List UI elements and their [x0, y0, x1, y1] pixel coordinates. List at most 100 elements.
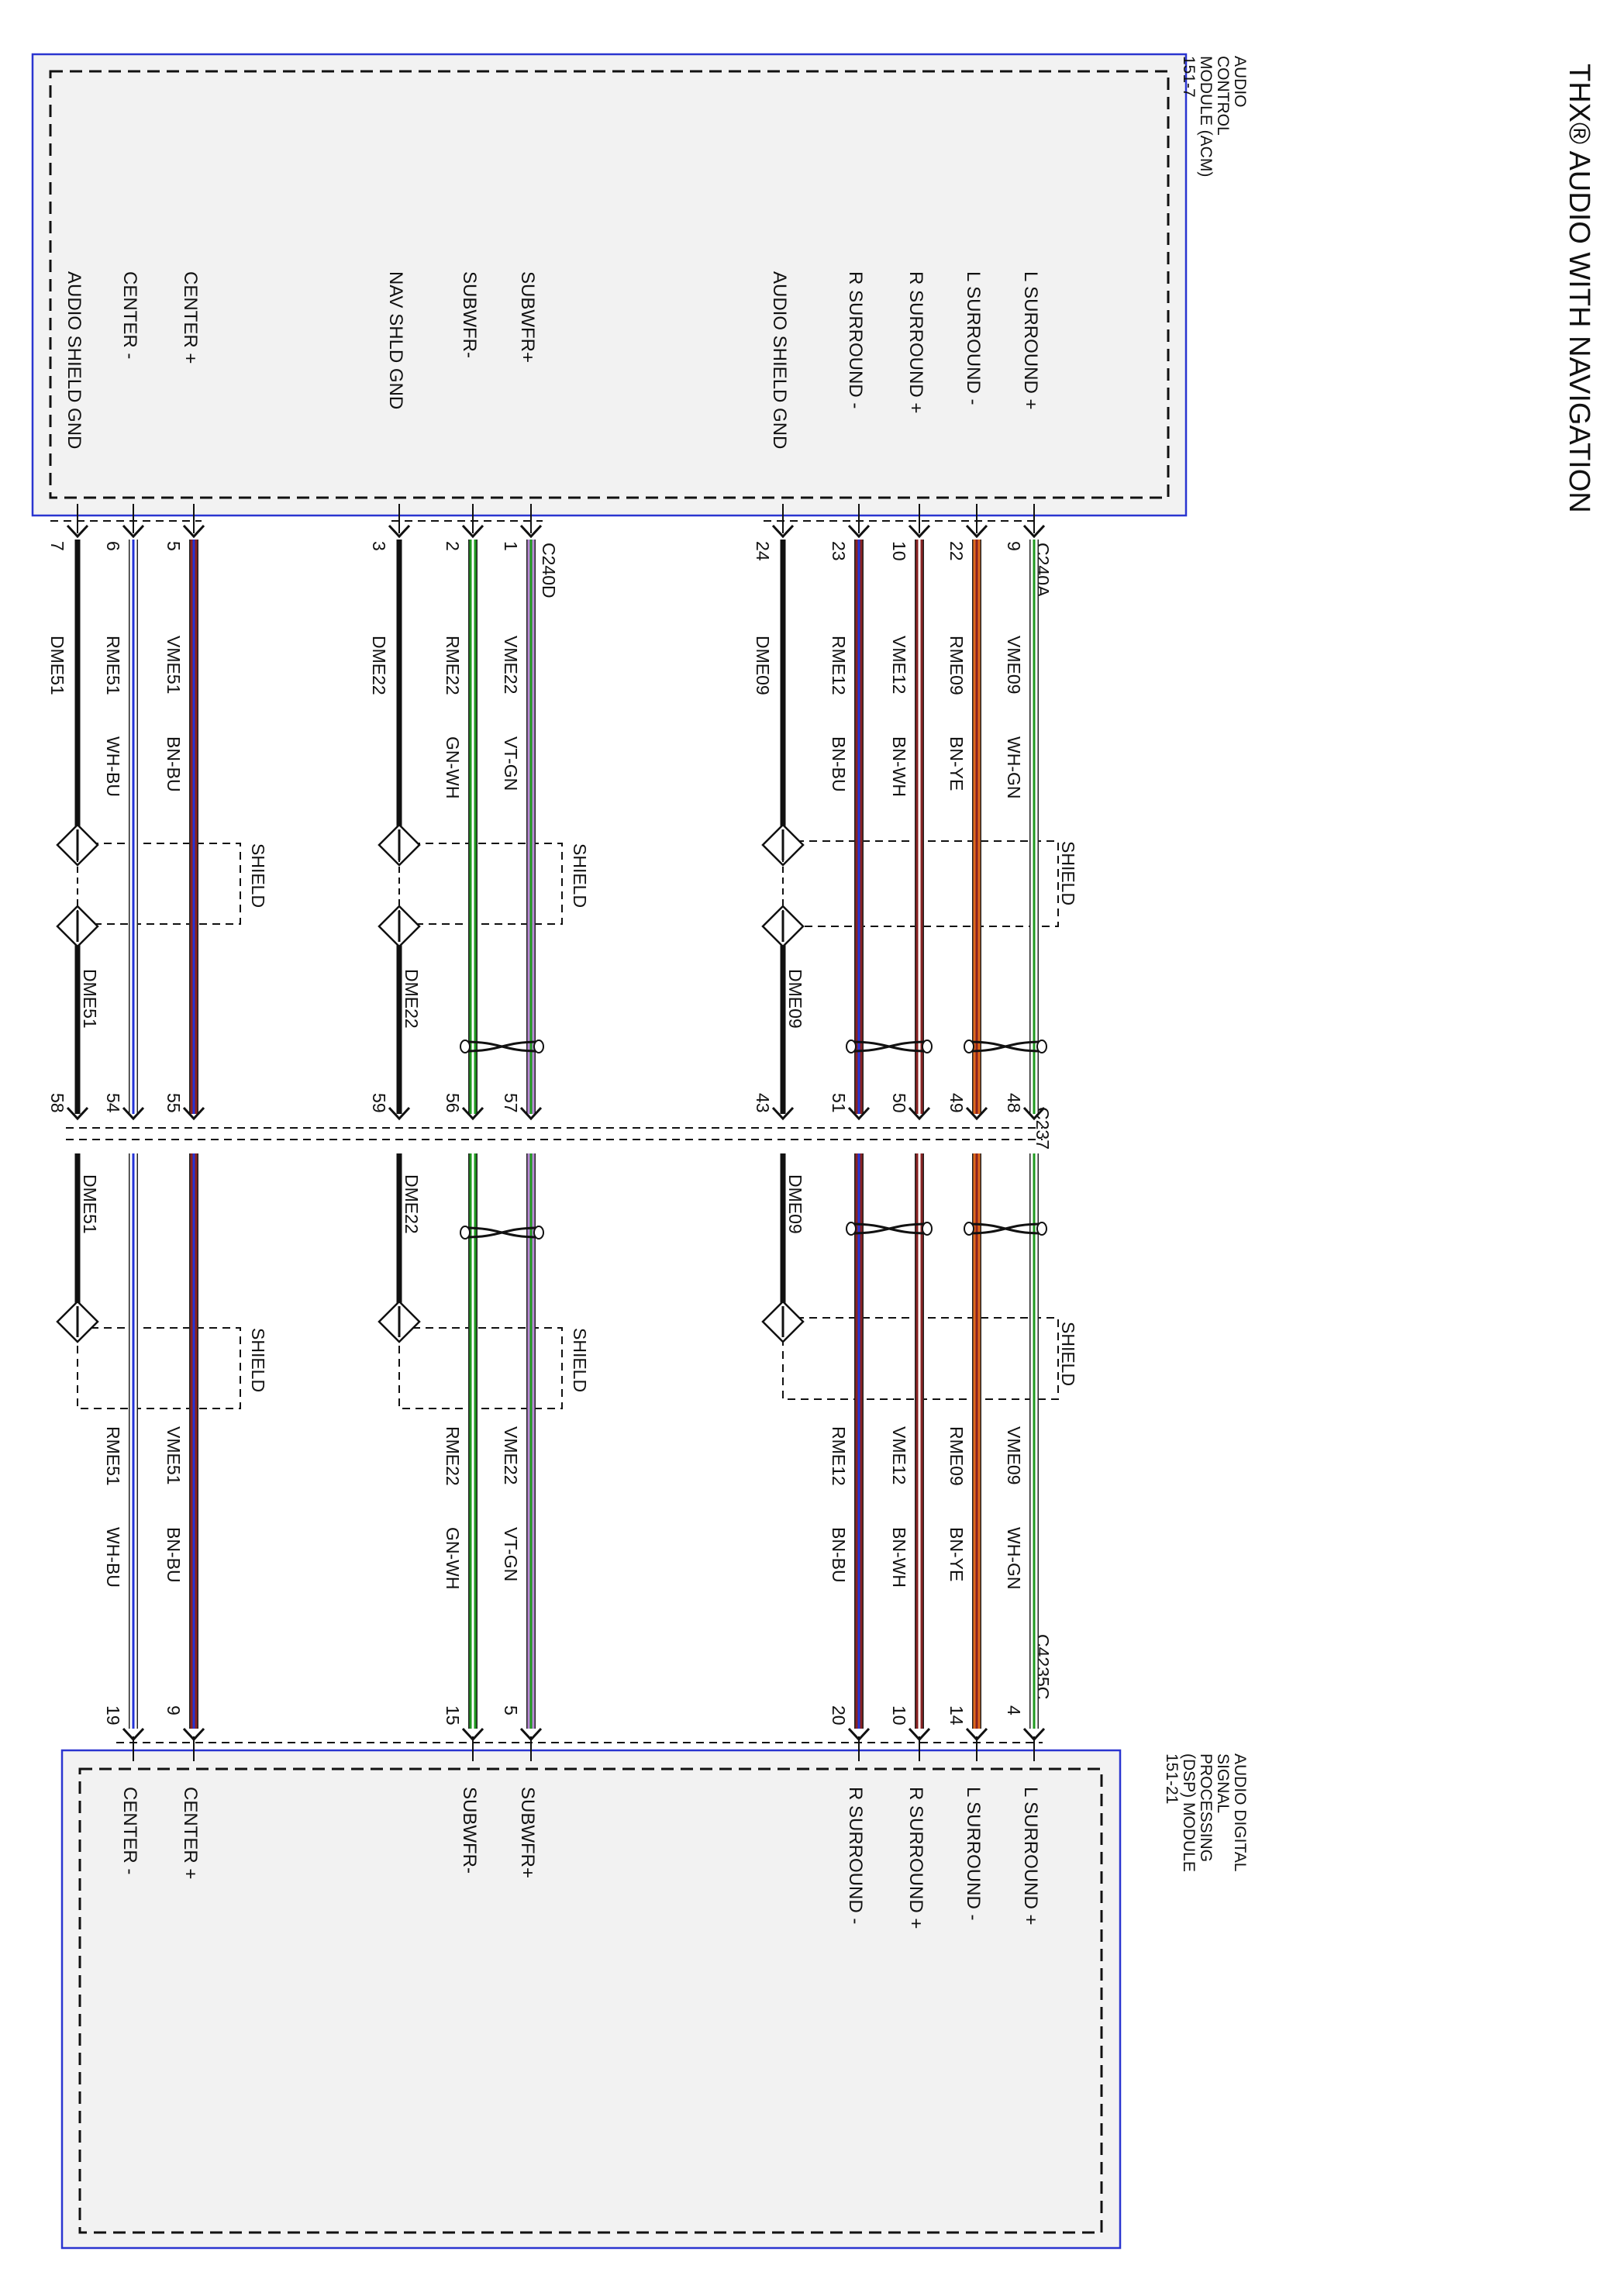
dsp-label-line-5: 151-21 — [1163, 1753, 1181, 1804]
colorcode-lower-rsm: BN-BU — [829, 1527, 849, 1583]
inline-pin-swp: 57 — [501, 1093, 521, 1113]
cavity-top-cm — [122, 524, 145, 539]
c237-outline — [66, 1127, 1043, 1140]
dsp-pin-cp: 9 — [164, 1705, 184, 1715]
circuit-upper-lsp: VME09 — [1004, 636, 1024, 694]
colorcode-lower-lsp: WH-GN — [1004, 1527, 1024, 1589]
twist-r-surround-upper-end-a — [846, 1040, 857, 1053]
cavity-inline-rsp — [908, 1106, 931, 1121]
twist-l-surround-upper — [968, 1040, 1043, 1053]
colorcode-lower-swm: GN-WH — [443, 1527, 463, 1589]
inline-pin-rsp: 50 — [889, 1093, 909, 1113]
acm-pin-lsp: 9 — [1004, 541, 1024, 551]
twist-l-surround-upper-end-a — [964, 1040, 974, 1053]
dsp-module-label: AUDIO DIGITAL SIGNAL PROCESSING (DSP) MO… — [1163, 1753, 1249, 1877]
circuit-upper-asg2: DME51 — [47, 636, 67, 695]
colorcode-lower-cp: BN-BU — [164, 1527, 184, 1583]
twist-l-surround-upper-end-b — [1036, 1040, 1047, 1053]
shield-outline-top-left — [78, 843, 241, 925]
dsp-pin-swm: 15 — [443, 1705, 463, 1726]
inline-pin-asg1: 43 — [753, 1093, 773, 1113]
twist-r-surround-upper-end-b — [922, 1040, 933, 1053]
acm-label-cm: CENTER - — [119, 271, 140, 359]
cavity-inline-nsg — [388, 1106, 411, 1121]
acm-pin-swp: 1 — [501, 541, 521, 551]
dsp-label-rsp: R SURROUND + — [905, 1787, 926, 1929]
circuit-lower-lsp: VME09 — [1004, 1426, 1024, 1484]
circuit-lower-asg2: DME51 — [80, 1174, 100, 1234]
circuit-lower-rsp: VME12 — [889, 1426, 909, 1484]
acm-label-nsg: NAV SHLD GND — [385, 271, 406, 409]
colorcode-lower-lsm: BN-YE — [946, 1527, 967, 1581]
inline-pin-asg2: 58 — [47, 1093, 67, 1113]
colorcode-upper-lsm: BN-YE — [946, 736, 967, 791]
shield-label-top-right: SHIELD — [1058, 841, 1078, 905]
cavity-inline-asg2 — [66, 1106, 89, 1121]
acm-module-inner-dashed — [49, 70, 1170, 499]
acm-pin-nsg: 3 — [369, 541, 389, 551]
acm-label-swp: SUBWFR+ — [517, 271, 538, 363]
diagram-title: THX® AUDIO WITH NAVIGATION — [1563, 64, 1595, 513]
cavity-top-rsp — [908, 524, 931, 539]
cavity-top-rsm — [847, 524, 871, 539]
connector-c237: C237 — [1033, 1107, 1053, 1150]
circuit-lower-lsm: RME09 — [946, 1426, 967, 1486]
inline-pin-cp: 55 — [164, 1093, 184, 1113]
acm-label-line-4: 151-7 — [1180, 56, 1198, 98]
circuit-mid-asg1: DME09 — [785, 969, 805, 1029]
circuit-lower-cp: VME51 — [164, 1426, 184, 1484]
acm-pin-cm: 6 — [103, 541, 123, 551]
circuit-upper-asg1: DME09 — [753, 636, 773, 695]
inline-pin-rsm: 51 — [829, 1093, 849, 1113]
circuit-upper-rsm: RME12 — [829, 636, 849, 695]
acm-label-rsp: R SURROUND + — [905, 271, 926, 413]
twist-r-surround-lower-end-b — [922, 1222, 933, 1236]
circuit-mid-nsg: DME22 — [402, 969, 422, 1029]
acm-pin-asg1: 24 — [753, 541, 773, 561]
colorcode-upper-rsp: BN-WH — [889, 736, 909, 797]
inline-pin-cm: 54 — [103, 1093, 123, 1113]
twist-subwfr-upper — [464, 1040, 540, 1053]
dsp-label-lsm: L SURROUND - — [963, 1787, 984, 1920]
dsp-pin-swp: 5 — [501, 1705, 521, 1715]
dsp-module: AUDIO DIGITAL SIGNAL PROCESSING (DSP) MO… — [60, 1749, 1249, 2250]
connector-c240d: C240D — [539, 543, 559, 598]
dsp-pin-lsp: 4 — [1004, 1705, 1024, 1715]
cavity-top-swp — [519, 524, 543, 539]
shield-outline-bottom-right — [782, 1317, 1059, 1400]
colorcode-upper-cp: BN-BU — [164, 736, 184, 792]
circuit-lower-asg1: DME09 — [785, 1174, 805, 1234]
colorcode-upper-rsm: BN-BU — [829, 736, 849, 792]
cavity-inline-lsm — [965, 1106, 988, 1121]
twist-subwfr-lower-end-b — [533, 1226, 544, 1240]
shield-outline-top-mid — [399, 843, 563, 925]
circuit-upper-rsp: VME12 — [889, 636, 909, 694]
circuit-upper-swp: VME22 — [501, 636, 521, 694]
dsp-label-line-3: PROCESSING — [1197, 1753, 1215, 1862]
circuit-mid-asg2: DME51 — [80, 969, 100, 1029]
dsp-pin-cm: 19 — [103, 1705, 123, 1726]
twist-l-surround-lower — [968, 1222, 1043, 1235]
acm-label-line-2: CONTROL — [1214, 56, 1232, 135]
cavity-inline-asg1 — [771, 1106, 795, 1121]
twist-r-surround-lower — [850, 1222, 928, 1235]
dsp-pin-lsm: 14 — [946, 1705, 967, 1726]
acm-pin-rsp: 10 — [889, 541, 909, 561]
acm-module-border — [31, 53, 1188, 517]
circuit-lower-swm: RME22 — [443, 1426, 463, 1486]
cavity-inline-cp — [182, 1106, 205, 1121]
acm-pin-cp: 5 — [164, 541, 184, 551]
circuit-upper-lsm: RME09 — [946, 636, 967, 695]
twisted-pair-markers — [460, 1040, 1047, 1240]
cavity-top-cp — [182, 524, 205, 539]
twist-subwfr-lower — [464, 1226, 540, 1239]
cavity-inline-rsm — [847, 1106, 871, 1121]
acm-label-asg2: AUDIO SHIELD GND — [64, 271, 84, 449]
cavity-top-nsg — [388, 524, 411, 539]
dsp-label-line-2: SIGNAL — [1214, 1753, 1232, 1812]
acm-label-line-3: MODULE (ACM) — [1197, 56, 1215, 177]
cavity-top-lsp — [1022, 524, 1046, 539]
acm-pin-rsm: 23 — [829, 541, 849, 561]
colorcode-upper-swp: VT-GN — [501, 736, 521, 791]
